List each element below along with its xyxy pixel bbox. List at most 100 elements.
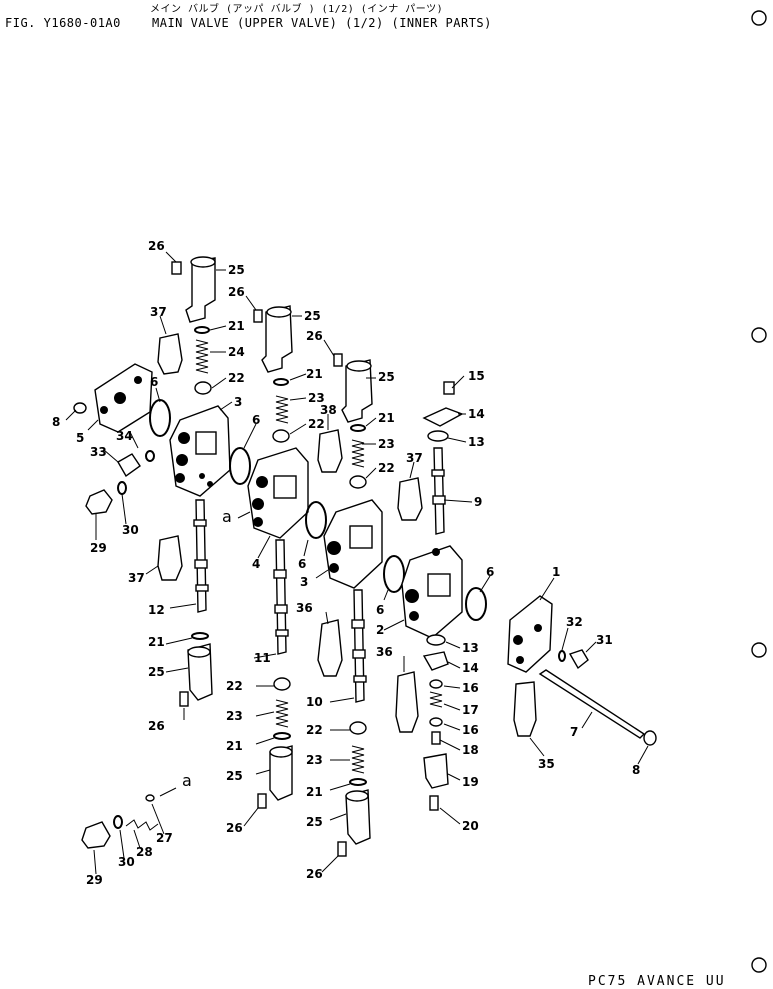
callout-label: 37 [150,305,167,319]
lower-cap-25-b [257,745,293,809]
callout-label: 23 [308,391,325,405]
callout-label: 17 [462,703,479,717]
spring-23-e [351,745,365,774]
callout-label: 33 [90,445,107,459]
plug-35 [513,681,537,737]
o-ring-6-b [229,447,251,485]
callout-label: 35 [538,757,555,771]
callout-label: 3 [234,395,242,409]
plug-29-a [85,481,127,515]
retainer-22-b [272,429,290,443]
callout-label: 1 [552,565,560,579]
binder-holes [751,10,767,973]
callout-label: 30 [122,523,139,537]
callout-label: 26 [306,329,323,343]
spool-10 [351,589,367,703]
o-ring-6-c [305,501,327,539]
callout-label: 11 [254,651,271,665]
upper-cap-25-b [253,305,293,373]
callout-label: 24 [228,345,245,359]
callout-label: 26 [148,719,165,733]
callout-label: 21 [148,635,165,649]
callout-label: 20 [462,819,479,833]
lower-cap-25-c [337,789,371,857]
callout-label: 26 [306,867,323,881]
cover-5 [73,363,153,433]
callout-label: 37 [406,451,423,465]
callout-label: 19 [462,775,479,789]
o-ring-6-d [383,555,405,593]
callout-label: 36 [296,601,313,615]
plug-38 [317,429,343,473]
callout-label: 6 [298,557,306,571]
callout-label: 22 [378,461,395,475]
callout-label: 26 [148,239,165,253]
callout-label: 6 [486,565,494,579]
callout-label: 25 [304,309,321,323]
callout-label: 21 [226,739,243,753]
callout-label: 6 [376,603,384,617]
plug-37-c [397,477,423,521]
upper-cap-25-c [333,353,373,423]
callout-label: 32 [566,615,583,629]
retainer-22-e [349,721,367,735]
spring-23-b [275,395,289,424]
japanese-title: メイン バルブ (アッパ バルブ ) (1/2) (インナ パーツ) [150,4,444,15]
callout-label: 3 [300,575,308,589]
spring-24 [194,326,212,395]
plug-36-b [395,671,419,733]
plug-31 [558,649,589,670]
callout-label: 15 [468,369,485,383]
callout-label: 22 [308,417,325,431]
retainer-22-d [349,475,367,489]
spool-12 [193,499,209,613]
callout-label: 8 [52,415,60,429]
callout-label: 21 [306,367,323,381]
valve-body-3-b [323,499,383,589]
callout-label: 31 [596,633,613,647]
callout-label: 6 [252,413,260,427]
callout-label: 23 [306,753,323,767]
callout-label: 23 [378,437,395,451]
callout-label: 34 [116,429,133,443]
callout-label: 25 [228,263,245,277]
plug-33 [117,450,155,478]
callout-label: 22 [228,371,245,385]
callout-label: 21 [306,785,323,799]
callout-label: 8 [632,763,640,777]
spring-23-d [351,439,365,468]
callout-label: 23 [226,709,243,723]
callout-label: 4 [252,557,260,571]
o-ring-21-a [191,632,209,640]
callout-label: 14 [462,661,479,675]
callout-label: 16 [462,681,479,695]
figure-id: FIG. Y1680-01A0 [5,16,121,30]
callout-label: 30 [118,855,135,869]
callout-label: 5 [76,431,84,445]
spool-11 [273,539,289,655]
callout-label: 6 [150,375,158,389]
callout-label: 29 [90,541,107,555]
leader-lines [65,251,649,875]
plug-37-b [157,535,183,581]
callout-label: 25 [226,769,243,783]
callout-label: 13 [468,435,485,449]
callout-label: 7 [570,725,578,739]
o-ring-21-b [273,378,289,386]
callout-label: 38 [320,403,337,417]
end-body-1 [507,595,553,673]
o-ring-21-c [273,732,291,740]
callout-label: 29 [86,873,103,887]
spring-23-c [275,699,289,728]
model-footer: PC75 AVANCE UU [588,974,726,989]
valve-body-3-a [169,405,231,497]
callout-label: 36 [376,645,393,659]
callout-label: 13 [462,641,479,655]
detail-a-parts [81,787,177,849]
callout-label: 14 [468,407,485,421]
stack-13-20 [422,634,449,811]
callout-label: 26 [226,821,243,835]
plug-36-a [317,619,343,677]
o-ring-6-a [149,399,171,437]
